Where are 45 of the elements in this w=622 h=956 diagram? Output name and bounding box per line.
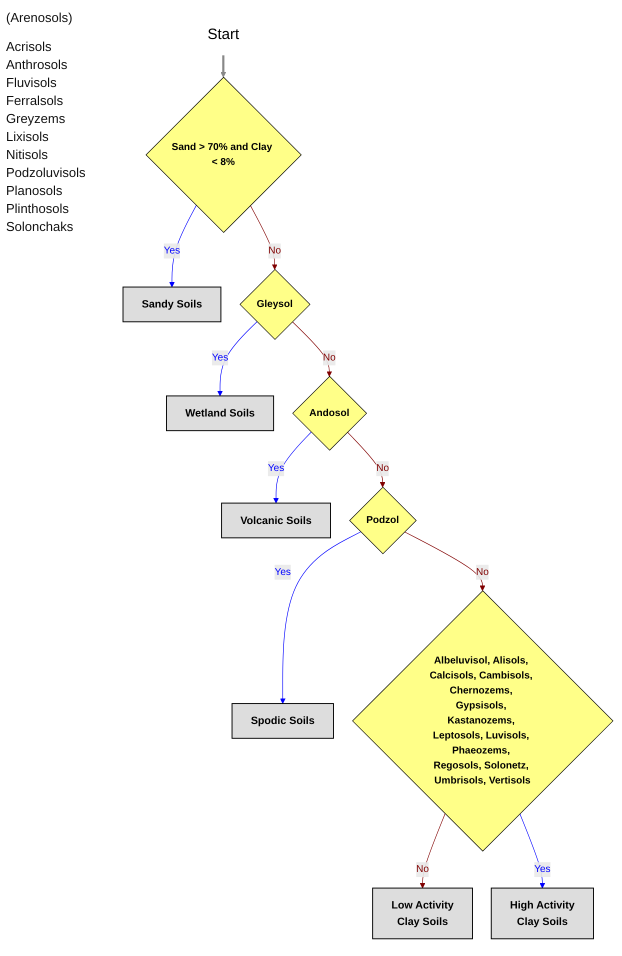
node-diamond: Gleysol [240, 268, 310, 340]
edge-label: Yes [268, 462, 284, 474]
node-box: High Activity Clay Soils [490, 887, 594, 939]
arrow [280, 531, 361, 704]
arrow [292, 321, 332, 376]
edge-label: No [322, 352, 336, 362]
arrow [273, 431, 312, 503]
edge-label: No [376, 462, 390, 474]
arrow [217, 321, 258, 396]
soil-name-text: Planosols [6, 183, 64, 198]
soil-name-text: Solonchaks [6, 219, 74, 234]
soil-name-text: Plinthosols [6, 201, 70, 216]
edge-label: No [268, 244, 282, 256]
arrow [347, 431, 386, 487]
arrow [520, 813, 546, 888]
edge-label: No [416, 864, 429, 874]
edge-label: Yes [534, 864, 551, 874]
soil-name-text: Ferralsols [6, 93, 64, 108]
node-box: Spodic Soils [232, 702, 334, 738]
soil-name-text: Anthrosols [6, 57, 68, 72]
arrow [420, 813, 446, 888]
arrow [404, 531, 486, 591]
node-diamond: Albeluvisol, Alisols, Calcisols, Cambisols, Chernozems, Gypsisols, Kastanozems, Leptosols, Luvisols, Phaeozems, Regosols, Solonetz, Umbrisols, Vertisols [352, 590, 614, 852]
soil-name-text: Lixisols [6, 129, 50, 144]
node-box: Sandy Soils [122, 286, 222, 322]
node-diamond: Sand > 70% and Clay < 8% [146, 76, 302, 233]
node-box: Volcanic Soils [221, 502, 331, 538]
node-text: Start [207, 25, 240, 42]
note-text: (Arenosols) [6, 10, 74, 25]
soil-name-text: Podzoluvisols [6, 165, 86, 180]
edge-label: Yes [274, 566, 291, 577]
soil-name-text: Fluvisols [6, 75, 58, 90]
arrow [250, 204, 278, 270]
edge-label: No [476, 566, 489, 577]
soil-name-text: Acrisols [6, 39, 53, 54]
edge-label: Yes [212, 352, 228, 362]
node-diamond: Podzol [349, 486, 417, 554]
arrow [220, 54, 226, 78]
node-diamond: Andosol [292, 376, 368, 450]
edge-label: Yes [164, 244, 180, 256]
soil-name-text: Nitisols [6, 147, 49, 162]
node-box: Low Activity Clay Soils [372, 887, 473, 939]
arrow [169, 204, 197, 287]
node-box: Wetland Soils [166, 395, 274, 431]
soil-name-text: Greyzems [6, 111, 66, 126]
